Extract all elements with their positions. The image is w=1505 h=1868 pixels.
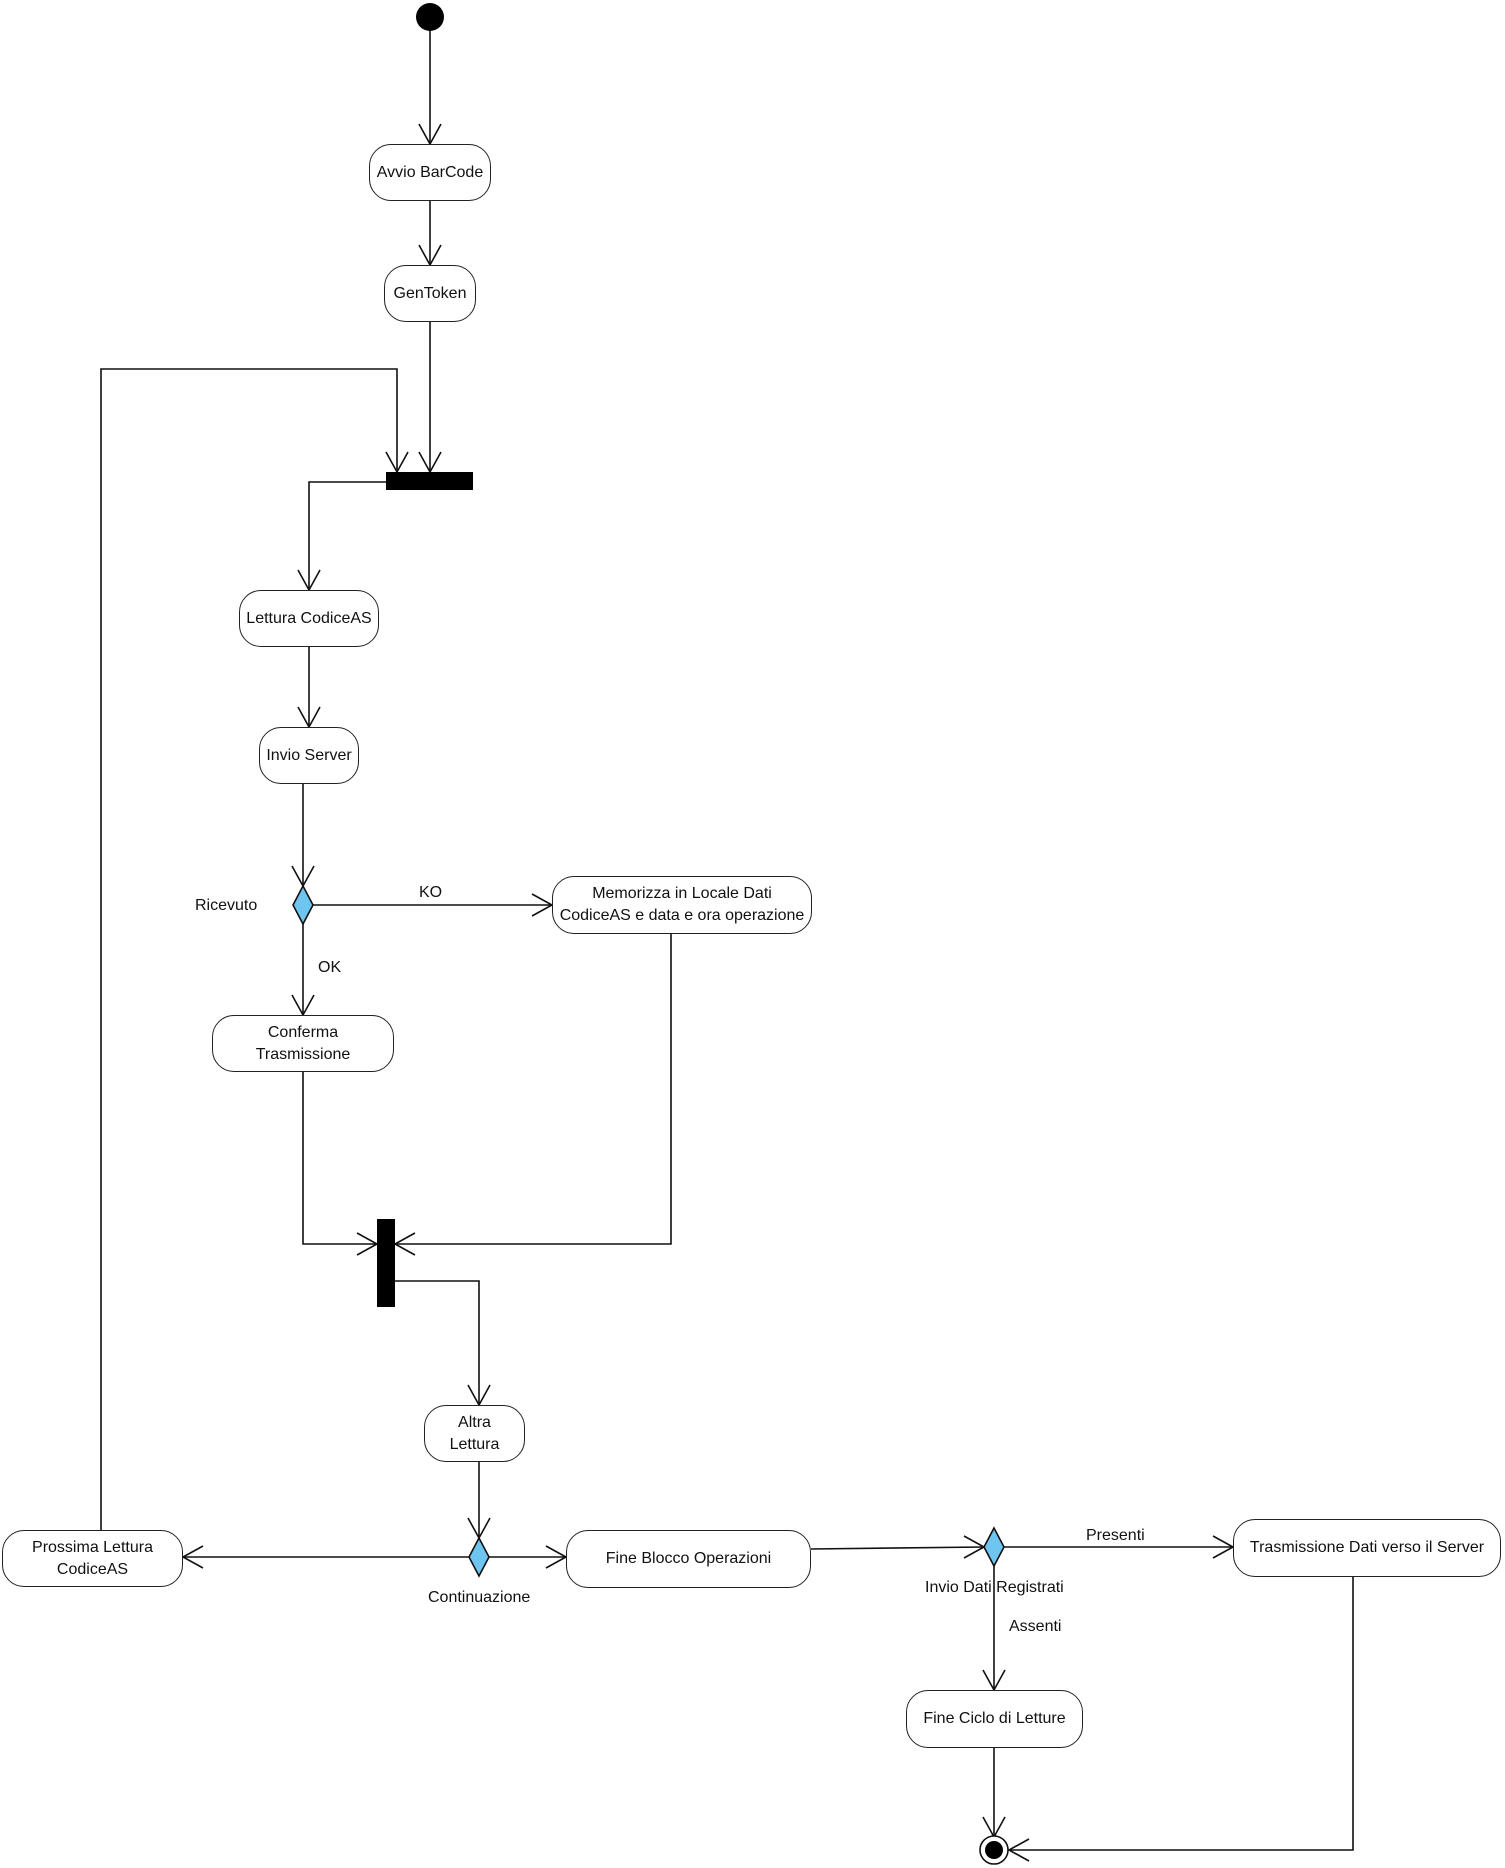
arrowhead-icon bbox=[181, 1545, 204, 1569]
action-avvio-barcode: Avvio BarCode bbox=[369, 144, 491, 201]
decision-ricevuto-icon bbox=[292, 884, 314, 926]
action-gentoken: GenToken bbox=[384, 265, 476, 322]
edge-fork-lettura bbox=[308, 481, 386, 590]
guard-label-ok: OK bbox=[318, 959, 342, 976]
arrowhead-icon bbox=[1007, 1838, 1030, 1862]
join-bar-icon bbox=[377, 1219, 395, 1307]
edge-conferma-join bbox=[302, 1072, 377, 1245]
action-label: Conferma Trasmissione bbox=[255, 1023, 351, 1063]
decision-label-continuazione: Continuazione bbox=[428, 1589, 531, 1606]
decision-label-invio-dati: Invio Dati Registrati bbox=[925, 1579, 1064, 1596]
fork-bar-icon bbox=[386, 472, 473, 490]
decision-label-ricevuto: Ricevuto bbox=[195, 897, 258, 914]
action-label: Invio Server bbox=[266, 746, 352, 764]
action-trasmissione-dati-server: Trasmissione Dati verso il Server bbox=[1233, 1519, 1501, 1577]
action-label: Altra Lettura bbox=[449, 1413, 500, 1453]
initial-node-icon bbox=[416, 3, 444, 31]
action-label: Fine Blocco Operazioni bbox=[605, 1550, 772, 1567]
action-label: Lettura CodiceAS bbox=[246, 609, 372, 627]
action-label-line2: CodiceAS bbox=[56, 1560, 129, 1578]
decision-inviodati-icon bbox=[983, 1526, 1005, 1568]
guard-label-presenti: Presenti bbox=[1086, 1527, 1145, 1544]
action-fine-ciclo-letture: Fine Ciclo di Letture bbox=[906, 1690, 1083, 1748]
guard-label-assenti: Assenti bbox=[1009, 1618, 1062, 1635]
action-prossima-lettura: Prossima Lettura CodiceAS bbox=[2, 1530, 183, 1587]
edge-join-altra bbox=[395, 1280, 480, 1405]
edge-memorizza-join bbox=[395, 934, 672, 1245]
action-label: Avvio BarCode bbox=[376, 163, 484, 181]
final-node-center-icon bbox=[985, 1841, 1003, 1859]
action-label-line2: CodiceAS e data e ora operazione bbox=[559, 907, 805, 924]
action-label: Fine Ciclo di Letture bbox=[923, 1710, 1066, 1727]
action-memorizza-locale: Memorizza in Locale Dati CodiceAS e data… bbox=[552, 876, 812, 934]
action-label-line1: Prossima Lettura bbox=[32, 1538, 153, 1556]
action-label-line1: Memorizza in Locale Dati bbox=[592, 885, 772, 902]
action-fine-blocco-operazioni: Fine Blocco Operazioni bbox=[566, 1530, 811, 1588]
edge-trasmissione-end bbox=[1009, 1577, 1354, 1851]
action-lettura-codiceas: Lettura CodiceAS bbox=[239, 590, 379, 647]
action-conferma-trasmissione: Conferma Trasmissione bbox=[212, 1015, 394, 1072]
action-altra-lettura: Altra Lettura bbox=[424, 1405, 525, 1462]
action-label: Trasmissione Dati verso il Server bbox=[1249, 1539, 1485, 1556]
decision-continuazione-icon bbox=[468, 1536, 490, 1578]
guard-label-ko: KO bbox=[419, 884, 443, 901]
edge-prossima-loop bbox=[100, 368, 398, 1530]
action-invio-server: Invio Server bbox=[259, 727, 359, 784]
action-label: GenToken bbox=[393, 284, 467, 302]
edge-fineblocco-inviodati bbox=[810, 1546, 985, 1550]
